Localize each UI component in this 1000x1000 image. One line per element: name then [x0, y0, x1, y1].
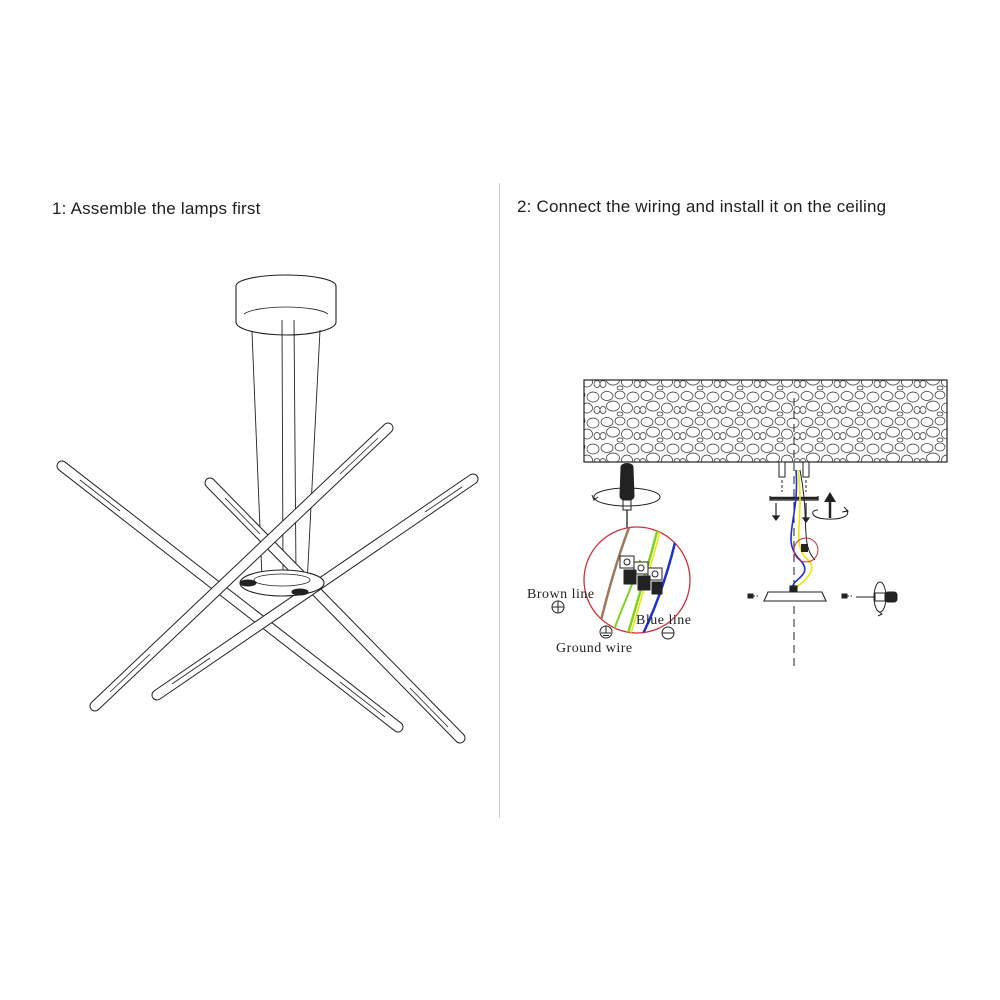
- lamp-arm-2: [204, 477, 466, 744]
- ceiling-installation-illustration: Brown line Blue line Ground wire: [527, 379, 948, 668]
- lamp-arm-1: [56, 460, 404, 733]
- central-hub: [239, 569, 325, 597]
- ceiling-canopy: [235, 274, 337, 336]
- lamp-base-plate: [763, 585, 827, 602]
- wall-anchors: [778, 461, 810, 492]
- screwdriver-icon: [856, 581, 898, 617]
- rotate-arrow-icon: [812, 506, 850, 520]
- screw-icon: [747, 593, 852, 599]
- minus-terminal-icon: [661, 626, 675, 640]
- step-1-title: 1: Assemble the lamps first: [52, 199, 261, 218]
- rotate-arrow-icon: [591, 487, 661, 507]
- panel-divider: [499, 183, 500, 818]
- wire-connector: [801, 544, 808, 552]
- up-arrow-icon: [824, 492, 836, 518]
- mounting-bracket: [769, 496, 819, 523]
- ceiling-slab: [583, 379, 948, 463]
- pendant-lamp-illustration: [56, 274, 479, 744]
- terminal-block: [619, 555, 663, 595]
- ground-terminal-icon: [599, 625, 613, 639]
- ground-wire-label: Ground wire: [556, 641, 633, 656]
- brown-line-label: Brown line: [527, 587, 595, 602]
- step-2-title: 2: Connect the wiring and install it on …: [517, 197, 887, 216]
- lamp-arm-3: [89, 422, 394, 712]
- hanging-wires: [790, 469, 816, 589]
- plus-terminal-icon: [551, 600, 565, 614]
- terminal-zoom-view: [583, 526, 691, 634]
- blue-line-label: Blue line: [636, 613, 691, 628]
- zoom-indicator-small: [793, 537, 819, 563]
